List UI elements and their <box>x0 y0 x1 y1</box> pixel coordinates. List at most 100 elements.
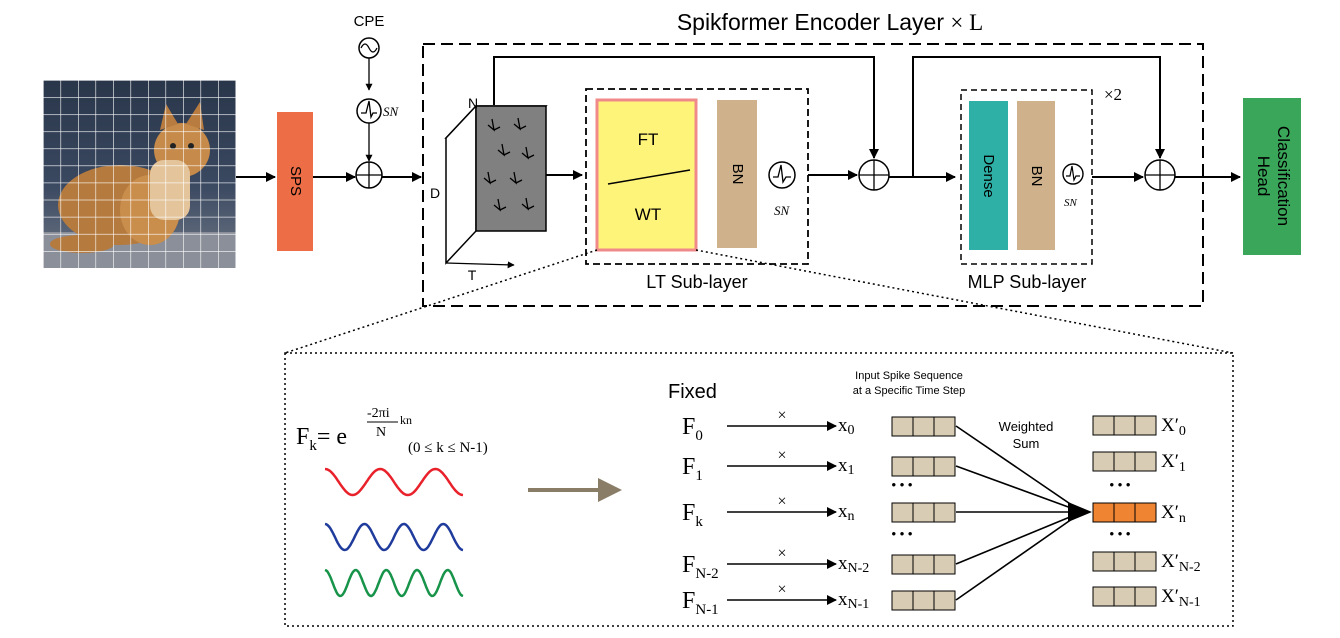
x-label: xN-1 <box>838 589 869 612</box>
sps-block <box>277 112 313 251</box>
lt-sublayer-box <box>585 88 809 265</box>
output-cell <box>1092 451 1115 472</box>
output-cell <box>1092 415 1115 436</box>
input-cell <box>891 590 914 611</box>
output-cell <box>1134 551 1157 572</box>
f-label: FN-2 <box>682 552 719 582</box>
dense-block <box>969 101 1008 250</box>
frequency-row: FN-1 × xN-1 X′N-1 <box>682 511 1201 618</box>
x-label: xn <box>838 501 855 524</box>
svg-text:Classification: Classification <box>1274 126 1293 226</box>
input-cell <box>933 554 956 575</box>
ft-label: FT <box>638 130 659 149</box>
f-label: Fk <box>682 500 703 530</box>
output-cell <box>1092 502 1115 523</box>
encoder-box <box>422 43 1204 307</box>
formula-exp-sub: kn <box>400 413 412 427</box>
ellipsis-input-1: • • • <box>892 477 913 492</box>
mlp-sublayer-box <box>960 89 1093 265</box>
ellipsis-input-2: • • • <box>892 526 913 541</box>
dim-d: D <box>430 185 440 201</box>
output-cell <box>1134 415 1157 436</box>
formula-range: (0 ≤ k ≤ N-1) <box>408 440 488 456</box>
mlp-bn-label: BN <box>1028 166 1045 187</box>
fixed-label: Fixed <box>668 381 717 403</box>
ellipsis-output-2: • • • <box>1110 526 1131 541</box>
add-node-3 <box>1144 159 1176 191</box>
f-label: F0 <box>682 414 703 444</box>
x-out-label: X′n <box>1161 502 1186 526</box>
sine-wave-green <box>324 568 464 598</box>
dense-label: Dense <box>980 154 997 197</box>
x-label: x1 <box>838 455 855 478</box>
input-cell <box>933 416 956 437</box>
input-cell <box>891 554 914 575</box>
sine-wave-red <box>324 467 464 497</box>
wave-icon <box>358 37 380 59</box>
input-cell <box>933 590 956 611</box>
classification-head-block <box>1243 98 1301 255</box>
lt-sublayer-label: LT Sub-layer <box>646 272 747 292</box>
spike-tensor-cube <box>444 104 548 269</box>
input-image <box>43 80 236 268</box>
input-cell <box>891 456 914 477</box>
fourier-formula: Fk= e <box>296 424 347 454</box>
output-cell <box>1134 451 1157 472</box>
multiply-sign: × <box>777 581 786 598</box>
output-cell <box>1092 586 1115 607</box>
f-label: FN-1 <box>682 588 719 618</box>
spike-neuron-icon <box>1062 163 1084 185</box>
formula-exp-num: -2πi <box>367 406 390 421</box>
sn-label-mlp: SN <box>1064 197 1078 209</box>
dim-n: N <box>468 95 478 111</box>
transform-arrow-icon <box>598 478 622 502</box>
input-caption-1: Input Spike Sequence <box>855 370 963 382</box>
output-cell <box>1113 415 1136 436</box>
input-cell <box>912 456 935 477</box>
x-out-label: X′0 <box>1161 415 1186 439</box>
x-out-label: X′N-2 <box>1161 551 1201 575</box>
input-cell <box>912 554 935 575</box>
ft-wt-block <box>595 98 698 252</box>
input-cell <box>912 502 935 523</box>
input-cell <box>891 502 914 523</box>
output-cell <box>1113 502 1136 523</box>
mlp-sublayer-label: MLP Sub-layer <box>968 272 1087 292</box>
detail-box <box>284 352 1234 627</box>
output-cell <box>1134 502 1157 523</box>
svg-text:Head: Head <box>1254 156 1273 197</box>
x-out-label: X′1 <box>1161 451 1186 475</box>
output-cell <box>1113 586 1136 607</box>
x-label: x0 <box>838 415 855 438</box>
ellipsis-output-1: • • • <box>1110 477 1131 492</box>
input-cell <box>933 456 956 477</box>
x-out-label: X′N-1 <box>1161 586 1201 610</box>
sn-label-lt: SN <box>774 203 791 218</box>
output-cell <box>1092 551 1115 572</box>
multiply-sign: × <box>777 407 786 424</box>
input-cell <box>891 416 914 437</box>
sum-arrowhead <box>1068 502 1092 522</box>
add-node-2 <box>858 159 890 191</box>
output-cell <box>1134 586 1157 607</box>
wt-label: WT <box>635 205 661 224</box>
classification-head-label: Classification Head <box>1254 126 1293 226</box>
add-node-1 <box>355 161 383 189</box>
input-cell <box>933 502 956 523</box>
output-cell <box>1113 451 1136 472</box>
sps-label: SPS <box>287 166 304 196</box>
sine-wave-blue <box>324 522 464 552</box>
spike-neuron-icon <box>356 98 382 124</box>
formula-exp-den: N <box>376 425 386 440</box>
output-cell <box>1113 551 1136 572</box>
multiply-sign: × <box>777 545 786 562</box>
lt-bn-block <box>717 100 757 248</box>
mlp-bn-block <box>1017 101 1055 250</box>
input-cell <box>912 590 935 611</box>
weighted-label: Weighted <box>999 419 1054 434</box>
